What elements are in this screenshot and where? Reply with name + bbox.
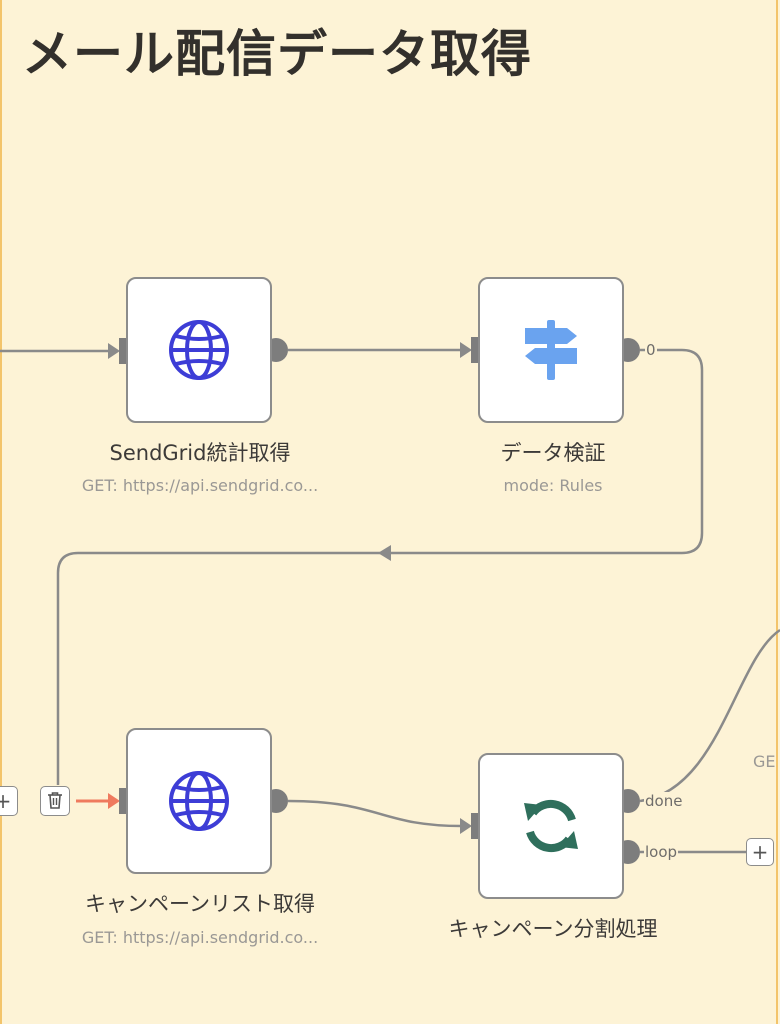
globe-icon [167, 769, 231, 833]
connection-validation-campaign-list [56, 348, 704, 785]
node-subtitle: mode: Rules [503, 476, 603, 495]
output-label-done: done [644, 792, 684, 810]
page-title: メール配信データ取得 [22, 25, 532, 83]
node-label: データ検証 [500, 441, 606, 465]
node-data-validation[interactable] [478, 277, 624, 423]
delete-connection-button[interactable] [40, 786, 70, 816]
trash-icon [47, 791, 63, 812]
signpost-icon [519, 318, 583, 382]
connection-done [639, 628, 780, 803]
connection-list-split [287, 799, 463, 828]
arrow-head [460, 818, 472, 834]
globe-icon [167, 318, 231, 382]
node-label: キャンペーンリスト取得 [85, 892, 315, 916]
add-node-button[interactable]: + [746, 838, 774, 866]
offscreen-node-subtitle: GE [753, 752, 776, 771]
node-sendgrid-stats[interactable] [126, 277, 272, 423]
node-label: SendGrid統計取得 [109, 441, 291, 465]
loop-icon [518, 793, 584, 859]
node-campaign-split[interactable] [478, 753, 624, 899]
output-label-0: 0 [645, 341, 657, 359]
node-subtitle: GET: https://api.sendgrid.co... [81, 476, 319, 495]
node-campaign-list[interactable] [126, 728, 272, 874]
output-label-loop: loop [644, 843, 679, 861]
node-label: キャンペーン分割処理 [448, 917, 658, 941]
arrow-head [460, 342, 472, 358]
arrow-head [108, 343, 120, 359]
add-button[interactable]: + [0, 786, 18, 816]
arrow-head-back [378, 545, 391, 561]
arrow-head-active [108, 793, 120, 809]
node-subtitle: GET: https://api.sendgrid.co... [81, 928, 319, 947]
